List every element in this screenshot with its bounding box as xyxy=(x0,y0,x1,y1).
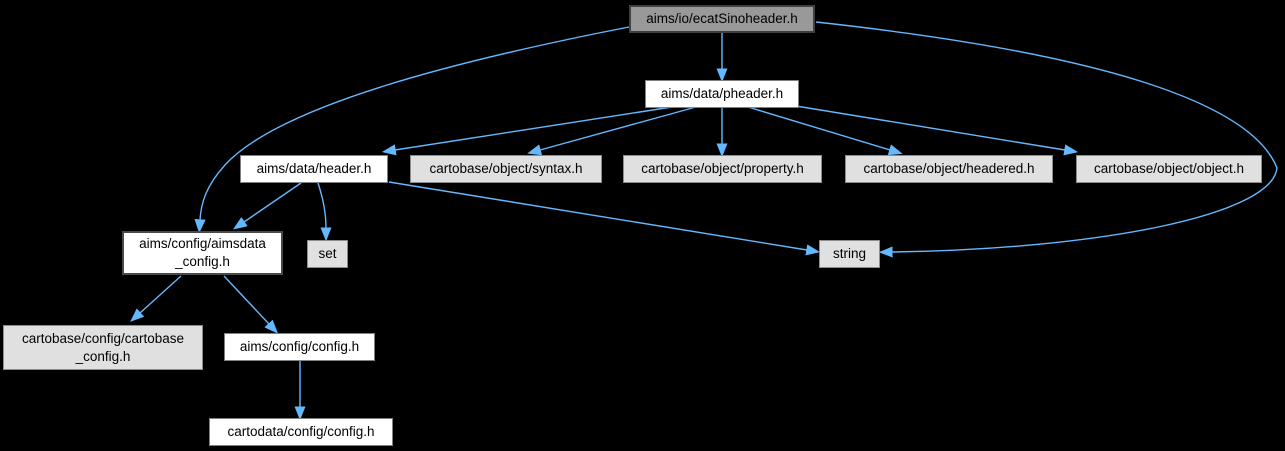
node-aims-config-config-h[interactable]: aims/config/config.h xyxy=(224,333,375,361)
node-cartobase-object-headered-h: cartobase/object/headered.h xyxy=(845,155,1053,183)
node-cartobase-object-property-h: cartobase/object/property.h xyxy=(623,155,822,183)
edge-header-string xyxy=(388,181,821,256)
edge-ecatsinoheader-string xyxy=(815,21,1278,258)
edge-pheader-syntax xyxy=(527,106,697,156)
edge-ecatsinoheader-aimsdata-config xyxy=(194,26,630,234)
edge-aimsdata-config-cartobase-config xyxy=(130,275,182,322)
node-string: string xyxy=(819,240,880,268)
node-aims-io-ecatsinoheader-h: aims/io/ecatSinoheader.h xyxy=(629,5,815,33)
node-cartodata-config-config-h[interactable]: cartodata/config/config.h xyxy=(209,418,393,446)
node-aims-config-aimsdata-config-h[interactable]: aims/config/aimsdata _config.h xyxy=(122,231,283,275)
node-aims-data-header-h[interactable]: aims/data/header.h xyxy=(240,155,388,183)
edge-pheader-header xyxy=(381,106,673,156)
edge-aimsdata-config-aims-config xyxy=(223,275,279,334)
edge-header-aimsdata-config xyxy=(233,182,302,230)
node-cartobase-object-syntax-h: cartobase/object/syntax.h xyxy=(410,155,602,183)
node-set: set xyxy=(307,240,348,268)
node-aims-data-pheader-h[interactable]: aims/data/pheader.h xyxy=(645,80,799,108)
edge-pheader-object xyxy=(795,105,1079,156)
edge-pheader-headered xyxy=(747,106,903,156)
node-cartobase-object-object-h: cartobase/object/object.h xyxy=(1076,155,1262,183)
edge-header-set xyxy=(317,182,332,242)
node-cartobase-config-cartobase-config-h: cartobase/config/cartobase _config.h xyxy=(3,325,203,370)
